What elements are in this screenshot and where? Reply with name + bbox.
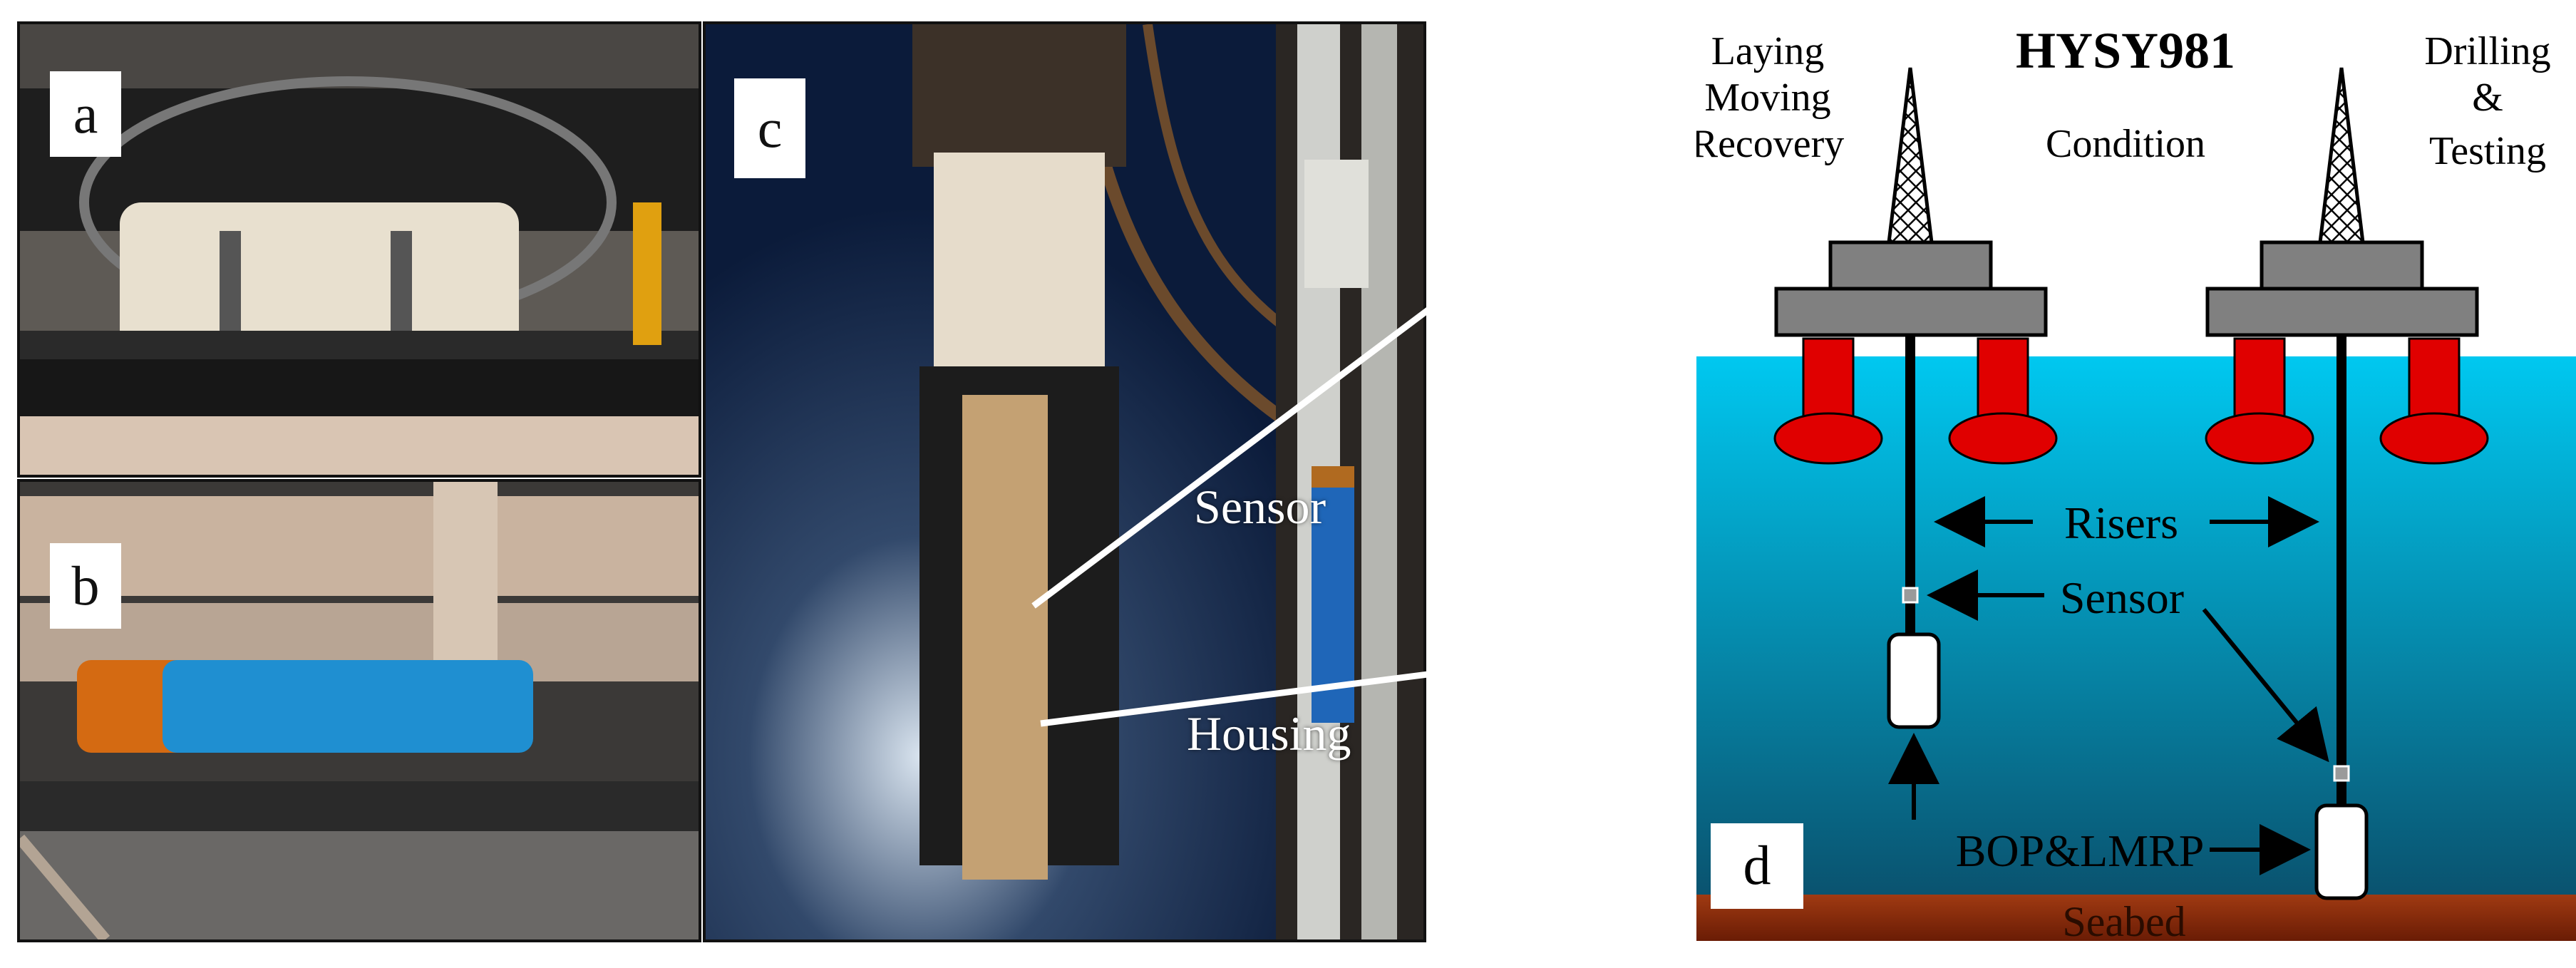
arrow-to-sensor xyxy=(1031,245,1515,609)
photo-panel-b xyxy=(17,479,701,942)
photo-panel-c xyxy=(703,21,1426,942)
seabed-layer xyxy=(1696,895,2576,941)
photo-c-illustration xyxy=(706,24,1423,939)
bop-label: BOP&LMRP xyxy=(1956,825,2205,876)
panel-a-tag: a xyxy=(50,71,121,157)
sensor-arrow-right xyxy=(2202,608,2329,763)
right-sensor-marker xyxy=(2333,765,2350,782)
arrow-to-housing xyxy=(1040,641,1503,727)
right-condition-line2: & xyxy=(2472,76,2503,120)
sensor-label: Sensor xyxy=(2060,572,2184,623)
seabed-label: Seabed xyxy=(2062,898,2185,945)
left-platform xyxy=(1773,67,2058,465)
right-condition-line1: Drilling xyxy=(2424,29,2550,73)
right-bop-stack xyxy=(2314,803,2369,900)
right-platform xyxy=(2205,67,2489,465)
panel-c-tag: c xyxy=(734,78,805,178)
left-condition-line2: Moving xyxy=(1704,76,1830,120)
panel-d-tag-box xyxy=(1711,823,1803,909)
panel-b-tag: b xyxy=(50,543,121,629)
right-riser xyxy=(2337,335,2346,809)
left-condition-line3: Recovery xyxy=(1696,122,1844,166)
risers-label: Risers xyxy=(2064,498,2178,548)
left-bop-stack xyxy=(1887,632,1941,729)
photo-c-sensor-label: Sensor xyxy=(1194,480,1326,534)
left-sensor-marker xyxy=(1902,587,1919,604)
photo-b-illustration xyxy=(20,482,699,939)
photo-a-illustration xyxy=(20,24,699,475)
diagram-panel-d: Laying Moving Recovery HYSY981 Condition… xyxy=(1696,22,2576,945)
photo-panel-a xyxy=(17,21,701,478)
photo-c-housing-label: Housing xyxy=(1187,706,1351,761)
right-condition-line3: Testing xyxy=(2429,129,2546,173)
panel-d-tag: d xyxy=(1743,834,1771,896)
diagram-title: HYSY981 xyxy=(2016,22,2235,79)
condition-label: Condition xyxy=(2046,122,2205,166)
left-riser xyxy=(1905,335,1915,638)
left-condition-line1: Laying xyxy=(1711,29,1825,73)
